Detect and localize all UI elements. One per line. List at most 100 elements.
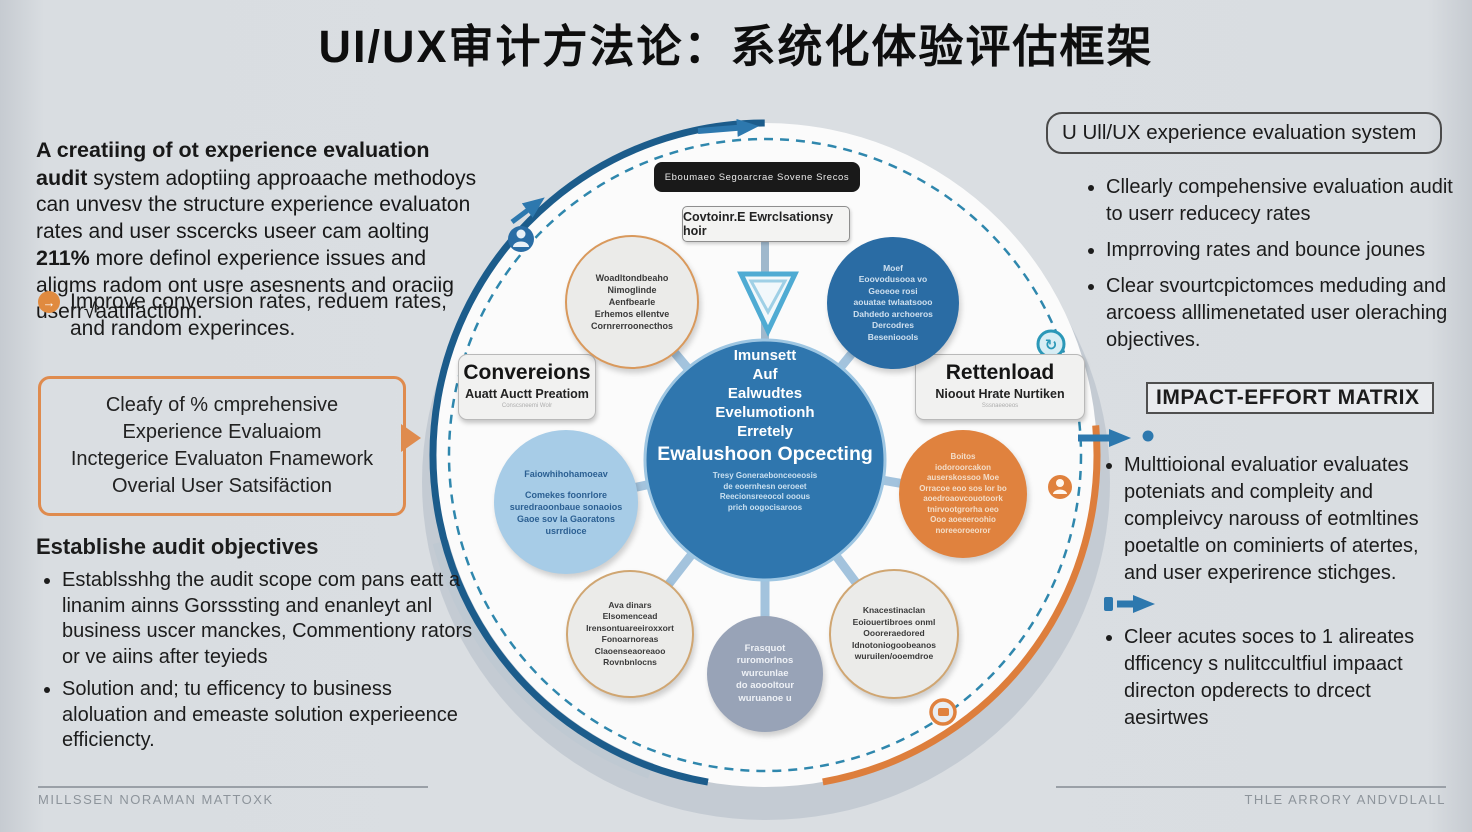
page-title: UI/UX审计方法论：系统化体验评估框架: [318, 21, 1154, 72]
evaluation-bullet: Imprroving rates and bounce jounes: [1106, 237, 1454, 264]
callout-line: Cleafy of % cmprehensive: [105, 394, 339, 416]
rim-arc-orange: [429, 119, 1101, 791]
person-icon: [508, 226, 534, 252]
callout-box: Cleafy of % cmprehensive Experience Eval…: [38, 376, 406, 516]
center-small-line: Reecionsreeocol ooous: [719, 492, 811, 501]
bubble-line: Elsomencead: [602, 611, 658, 621]
bubble-line: Oooreraedored: [863, 628, 925, 639]
callout-line: Inctegerice Evaluaton Fnamework: [70, 448, 374, 470]
bubble-line: Comekes foonrlore: [524, 489, 608, 500]
upper-left-arrow-icon: [510, 197, 545, 224]
svg-text:↻: ↻: [1045, 337, 1058, 354]
bubble-line: Eoiouertibroes onml: [852, 616, 936, 627]
footer-divider-left: [38, 786, 428, 788]
bubble-right: Boitos iodoroorcakon auserskossoo Moe Or…: [899, 430, 1027, 558]
footer-divider-right: [1056, 786, 1446, 788]
intro-tail-text: more definol experience issues and aligm…: [36, 247, 454, 323]
bubble-line: wurcunlae: [741, 667, 789, 679]
bubble-line: Faiowhihohamoeav: [524, 468, 608, 479]
conversions-fine-print: Conscsneemi Wolr: [501, 403, 553, 409]
improve-bullet-row: → Improve conversion rates, reduem rates…: [38, 288, 478, 342]
dashed-ring: [447, 137, 1083, 773]
bubble-line: Idnotoniogoobeanos: [851, 639, 937, 650]
retention-subtitle: Nioout Hrate Nurtiken: [935, 387, 1065, 401]
bubble-line: wuruilen/ooemdroe: [854, 651, 934, 662]
bubble-line: tnirvootgrorha oeo: [927, 504, 999, 514]
evaluation-bullet: Cllearly compehensive evaluation audit t…: [1106, 174, 1454, 228]
bubble-left: Faiowhihohamoeav Comekes foonrlore sured…: [494, 430, 638, 574]
objectives-item: Solution and; tu efficency to business a…: [62, 677, 481, 754]
retention-fine-print: Sssnaeeoeos: [981, 403, 1019, 409]
refresh-icon: ↻: [1036, 329, 1066, 359]
bubble-bottom-right: Knacestinaclan Eoiouertibroes onml Ooore…: [829, 569, 959, 699]
bubble-line: Aenfbearle: [608, 297, 656, 307]
center-line: Imunsett: [733, 347, 797, 364]
bubble-bottom-left: Ava dinars Elsomencead Irensontuareeirox…: [566, 570, 694, 698]
bubble-line: Moef: [883, 262, 903, 273]
bubble-line: wuruanoe u: [738, 692, 792, 704]
top-badge: Eboumaeo Segoarcrae Sovene Srecos: [654, 162, 860, 192]
bubble-top-right: Moef Eoovodusooa vo Geoeoe rosi aouatae …: [827, 237, 959, 369]
bubble-line: Irensontuareeiroxxort: [586, 622, 674, 633]
center-small-line: de eoernhesn oeroeet: [723, 481, 807, 491]
evaluation-system-title: U Ull/UX experience evaluation system: [1062, 121, 1417, 144]
retention-box: Rettenload Nioout Hrate Nurtiken Sssnaee…: [915, 354, 1085, 420]
bubble-line: aouatae twlaatsooo: [853, 297, 933, 308]
retention-title: Rettenload: [945, 361, 1055, 384]
matrix-bullet-block: Multtioional evaluatior evaluates poteni…: [1100, 452, 1452, 587]
intro-stat: 211%: [36, 246, 90, 270]
impact-effort-matrix-box: IMPACT-EFFORT MATRIX: [1146, 382, 1434, 414]
impact-effort-matrix-title: IMPACT-EFFORT MATRIX: [1156, 386, 1420, 409]
bubble-line: Frasquot: [744, 642, 786, 654]
intro-bold-text: A creatiing of ot experience evaluation …: [36, 138, 430, 190]
bubble-line: Gaoe sov la Gaoratons: [516, 513, 616, 524]
bubble-line: iodoroorcakon: [934, 462, 991, 472]
improve-arrow-icon: →: [38, 291, 60, 313]
bubble-line: Fonoarnoreas: [601, 634, 659, 644]
improve-bullet-text: Improve conversion rates, reduem rates, …: [70, 290, 447, 340]
chat-icon: [929, 698, 957, 726]
top-arrow-icon: [697, 118, 759, 137]
bubble-line: Boitos: [950, 452, 976, 461]
bottom-bullet-block: Cleer acutes soces to 1 alireates dffice…: [1100, 624, 1452, 732]
top-badge-text: Eboumaeo Segoarcrae Sovene Srecos: [664, 171, 850, 183]
evaluation-bullet-list: Cllearly compehensive evaluation audit t…: [1082, 174, 1454, 354]
bubble-line: Besenioools: [867, 331, 919, 342]
center-line: Ealwudtes: [727, 385, 803, 402]
bubble-line: Eoovodusooa vo: [858, 274, 928, 285]
bubble-line: Knacestinaclan: [862, 605, 926, 616]
callout-line: Overial User Satsifäction: [111, 475, 333, 497]
bubble-line: Geoeoe rosi: [868, 285, 918, 296]
bubble-line: Dahdedo archoeros: [853, 308, 933, 319]
center-small-line: Tresy Goneraebonceoeosis: [712, 471, 818, 480]
center-small-line: prich oogocisaroos: [727, 502, 803, 512]
objectives-heading: Establishe audit objectives: [36, 534, 319, 559]
intro-text: system adoptiing approaache methodoys ca…: [36, 166, 477, 243]
callout-tail: [401, 424, 421, 452]
conversions-box: Convereions Auatt Auctt Preatiom Conscsn…: [458, 354, 596, 420]
bubble-line: Erhemos ellentve: [594, 309, 670, 319]
matrix-bullet-list: Multtioional evaluatior evaluates poteni…: [1100, 452, 1452, 587]
footer-credit-left: MILLSSEN NORAMAN MATTOXK: [38, 792, 274, 807]
conversions-title: Convereions: [463, 361, 591, 384]
bubble-line: Rovnbnlocns: [603, 657, 657, 667]
evaluation-bullets: Cllearly compehensive evaluation audit t…: [1082, 174, 1454, 363]
center-line: Auf: [752, 366, 778, 383]
bubble-line: noreeoroeoror: [935, 525, 991, 535]
center-circle: [643, 338, 887, 582]
bubble-line: Claoenseaoreaoo: [594, 645, 666, 656]
bottom-bullet-list: Cleer acutes soces to 1 alireates dffice…: [1100, 624, 1452, 732]
bubble-line: usrrdioce: [545, 525, 587, 536]
objectives-section: Establishe audit objectives Establsshhg …: [36, 534, 481, 761]
bubble-top-left: Woadltondbeaho Nimoglinde Aenfbearle Erh…: [565, 235, 699, 369]
conversions-subtitle: Auatt Auctt Preatiom: [465, 387, 589, 401]
callout-line: Experience Evaluaiom: [122, 421, 322, 443]
bubble-bottom-center: Frasquot ruromorlnos wurcunlae do aooolt…: [707, 616, 823, 732]
bubble-line: Ava dinars: [608, 599, 652, 610]
matrix-bullet-text: Multtioional evaluatior evaluates poteni…: [1124, 452, 1452, 587]
bubble-line: Nimoglinde: [607, 285, 657, 295]
funnel-icon: [737, 271, 799, 337]
rim-arc-blue: [429, 119, 1101, 791]
evaluation-bullet: Clear svourtcpictomces meduding and arco…: [1106, 273, 1454, 354]
top-label-text: Covtoinr.E Ewrclsationsy hoir: [683, 210, 834, 238]
